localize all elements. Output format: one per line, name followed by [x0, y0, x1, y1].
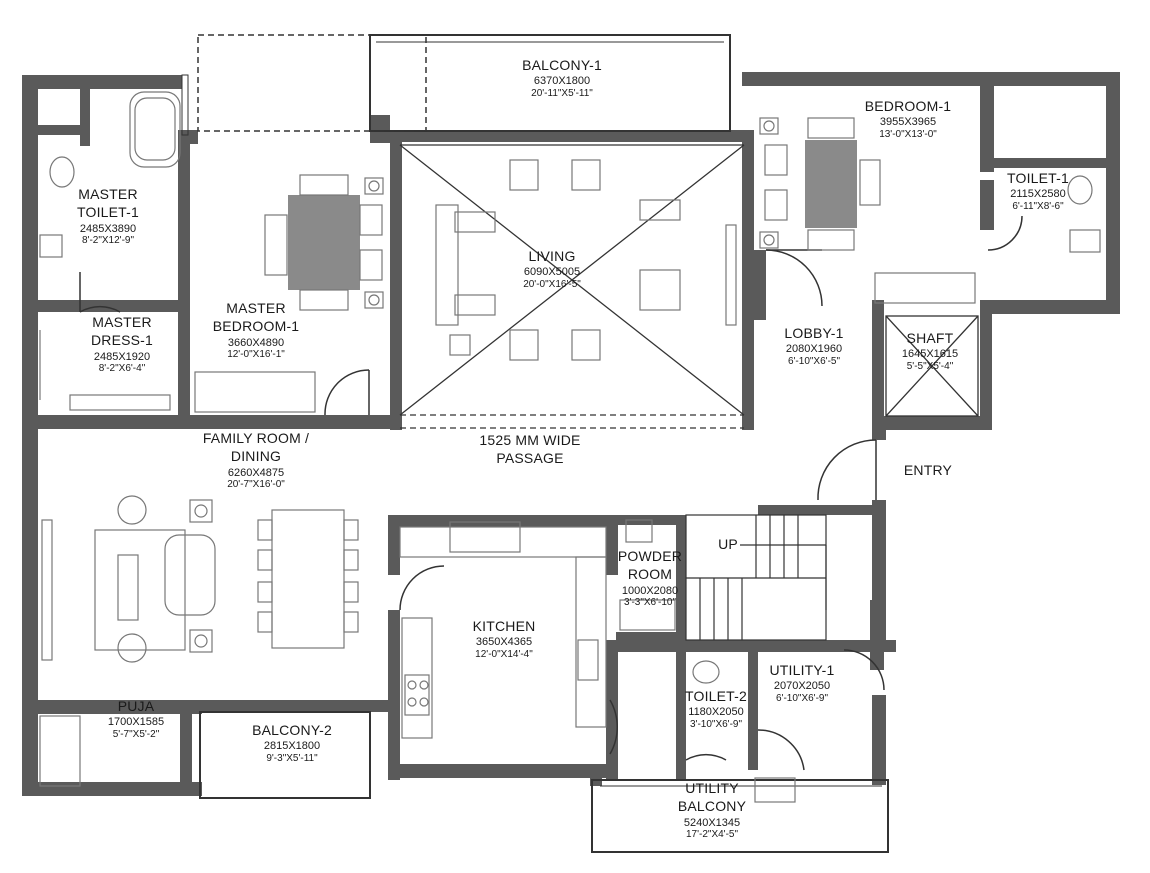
room-dimension-metric: 1700X1585 [107, 716, 165, 729]
room-master-bedroom-1: MASTER BEDROOM-1 3660X4890 12'-0"X16'-1" [201, 300, 311, 361]
room-toilet-1: TOILET-1 2115X2580 6'-11"X8'-6" [1007, 170, 1069, 213]
room-living: LIVING 6090X5005 20'-0"X16'-5" [523, 248, 581, 291]
doors [79, 215, 1023, 771]
room-dimension-metric: 6260X4875 [227, 466, 285, 479]
room-dimension-metric: 1180X2050 [688, 706, 744, 719]
room-balcony-2: BALCONY-2 2815X1800 9'-3"X5'-11" [252, 722, 332, 765]
room-shaft: SHAFT 1645X1615 5'-5"X5'-4" [902, 330, 958, 373]
stairs-up-label: UP [718, 536, 738, 554]
room-name: UTILITY BALCONY [677, 780, 747, 815]
room-dimension-imperial: 8'-2"X12'-9" [81, 235, 135, 247]
room-puja: PUJA 1700X1585 5'-7"X5'-2" [108, 698, 164, 741]
room-name: MASTER BEDROOM-1 [212, 300, 300, 335]
room-dimension-metric: 1645X1615 [901, 348, 959, 361]
room-name: MASTER TOILET-1 [76, 186, 140, 221]
room-name: PUJA [117, 698, 155, 714]
balconies-outline [181, 34, 889, 853]
room-dimension-metric: 6370X1800 [533, 75, 591, 88]
room-balcony-1: BALCONY-1 6370X1800 20'-11"X5'-11" [522, 57, 602, 100]
room-dimension-imperial: 5'-5"X5'-4" [906, 361, 954, 373]
room-dimension-metric: 3955X3965 [879, 116, 937, 129]
room-dimension-metric: 2080X1960 [785, 343, 843, 356]
room-name: BALCONY-1 [522, 57, 602, 73]
room-powder-room: POWDER ROOM 1000X2080 3'-3"X6'-10" [617, 548, 683, 609]
room-dimension-metric: 3660X4890 [227, 336, 285, 349]
room-dimension-imperial: 5'-7"X5'-2" [112, 729, 160, 741]
room-dimension-imperial: 13'-0"X13'-0" [879, 129, 937, 141]
shaft-diagonals [885, 315, 979, 417]
room-name: SHAFT [906, 330, 954, 346]
room-dimension-imperial: 6'-10"X6'-5" [787, 356, 841, 368]
room-toilet-2: TOILET-2 1180X2050 3'-10"X6'-9" [685, 688, 747, 731]
room-dimension-metric: 2485X1920 [93, 350, 151, 363]
room-bedroom-1: BEDROOM-1 3955X3965 13'-0"X13'-0" [865, 98, 952, 141]
passage-label: 1525 MM WIDE PASSAGE [470, 432, 590, 469]
room-dimension-imperial: 6'-11"X8'-6" [1012, 201, 1064, 213]
room-name: MASTER DRESS-1 [90, 314, 154, 349]
furniture [39, 91, 1101, 803]
room-kitchen: KITCHEN 3650X4365 12'-0"X14'-4" [473, 618, 536, 661]
room-dimension-imperial: 9'-3"X5'-11" [266, 753, 318, 765]
room-name: 1525 MM WIDE PASSAGE [479, 432, 581, 467]
room-utility-balcony: UTILITY BALCONY 5240X1345 17'-2"X4'-5" [667, 780, 757, 841]
room-name: KITCHEN [472, 618, 536, 634]
room-name: LIVING [528, 248, 576, 264]
room-dimension-metric: 2485X3890 [79, 222, 137, 235]
room-name: UTILITY-1 [769, 662, 835, 678]
room-dimension-imperial: 3'-10"X6'-9" [689, 719, 743, 731]
room-name: LOBBY-1 [784, 325, 844, 341]
room-name: ENTRY [903, 462, 953, 478]
room-dimension-metric: 2070X2050 [773, 680, 831, 693]
room-lobby-1: LOBBY-1 2080X1960 6'-10"X6'-5" [784, 325, 843, 368]
room-dimension-imperial: 17'-2"X4'-5" [685, 829, 739, 841]
room-dimension-metric: 2115X2580 [1010, 188, 1066, 201]
room-dimension-imperial: 8'-2"X6'-4" [98, 363, 146, 375]
room-dimension-imperial: 20'-0"X16'-5" [523, 279, 581, 291]
room-name: TOILET-1 [1006, 170, 1070, 186]
room-name: UP [718, 536, 738, 552]
room-dimension-imperial: 20'-11"X5'-11" [531, 88, 593, 100]
room-name: BEDROOM-1 [864, 98, 952, 114]
room-dimension-metric: 5240X1345 [683, 816, 741, 829]
room-dimension-imperial: 20'-7"X16'-0" [227, 479, 285, 491]
room-family-room-dining: FAMILY ROOM / DINING 6260X4875 20'-7"X16… [186, 430, 326, 491]
room-name: TOILET-2 [684, 688, 748, 704]
living-diagonals [399, 144, 745, 429]
room-master-dress-1: MASTER DRESS-1 2485X1920 8'-2"X6'-4" [82, 314, 162, 375]
room-name: POWDER ROOM [617, 548, 683, 583]
room-dimension-imperial: 12'-0"X16'-1" [227, 349, 285, 361]
room-dimension-metric: 6090X5005 [523, 266, 581, 279]
room-master-toilet-1: MASTER TOILET-1 2485X3890 8'-2"X12'-9" [63, 186, 153, 247]
outer-walls [22, 72, 1120, 796]
entry-label: ENTRY [904, 462, 952, 480]
room-dimension-metric: 3650X4365 [475, 636, 533, 649]
room-dimension-imperial: 12'-0"X14'-4" [475, 649, 533, 661]
room-dimension-metric: 1000X2080 [621, 584, 679, 597]
stairs [685, 514, 827, 641]
room-utility-1: UTILITY-1 2070X2050 6'-10"X6'-9" [769, 662, 834, 705]
room-dimension-imperial: 6'-10"X6'-9" [775, 693, 829, 705]
room-name: FAMILY ROOM / DINING [202, 430, 310, 465]
room-name: BALCONY-2 [252, 722, 332, 738]
room-dimension-imperial: 3'-3"X6'-10" [623, 597, 677, 609]
room-dimension-metric: 2815X1800 [263, 740, 321, 753]
